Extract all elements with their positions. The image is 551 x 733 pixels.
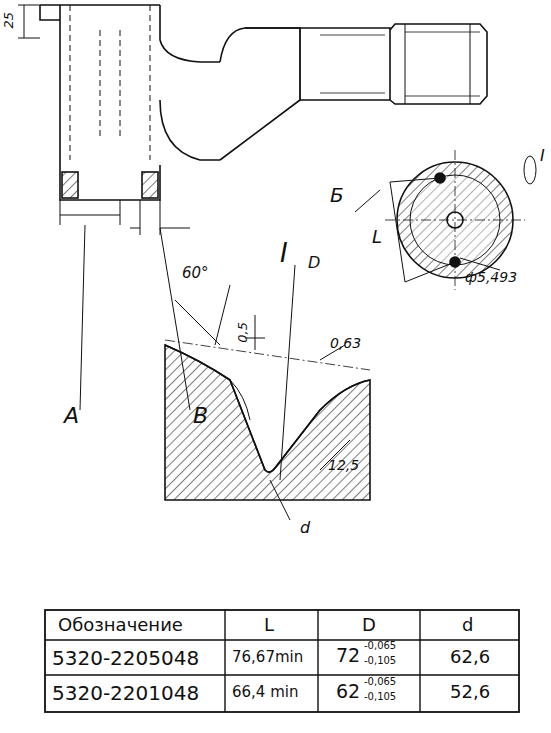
drawing-stroke (100, 30, 120, 140)
dimension-label: 25 (2, 12, 15, 29)
drawing-stroke (220, 28, 300, 160)
drawing-stroke (18, 5, 40, 38)
table-cell: D (362, 616, 376, 634)
drawing-stroke (390, 178, 455, 282)
dimension-label: 60° (182, 266, 209, 281)
table-cell: d (462, 616, 473, 634)
table-cell: -0,105 (364, 692, 396, 702)
drawing-stroke (18, 5, 536, 712)
table-cell: -0,065 (364, 641, 396, 651)
drawing-stroke (45, 610, 519, 712)
dimension-label: В (193, 405, 208, 427)
table-cell: 5320-2205048 (52, 648, 199, 668)
table-cell: 62 (336, 682, 360, 701)
table-cell: 66,4 min (232, 685, 298, 700)
drawing-stroke (60, 165, 160, 200)
table-cell: Обозначение (58, 616, 183, 634)
dimension-label: I (280, 240, 288, 266)
dimension-label: d (300, 520, 310, 536)
dimension-label: I (540, 148, 545, 164)
drawing-stroke (62, 172, 78, 198)
table-cell: -0,065 (364, 677, 396, 687)
drawing-stroke (460, 258, 500, 270)
table-cell: 5320-2201048 (52, 683, 199, 703)
drawing-stroke (300, 28, 301, 100)
drawing-stroke (160, 100, 220, 160)
drawing-stroke (405, 32, 480, 96)
drawing-stroke (165, 345, 370, 500)
table-cell: 62,6 (450, 648, 490, 666)
drawing-stroke (524, 156, 536, 184)
drawing-stroke (60, 200, 120, 225)
dimension-label: Б (330, 185, 344, 205)
drawing-stroke (355, 190, 380, 212)
dimension-label: 12,5 (328, 458, 359, 472)
drawing-stroke (165, 345, 370, 472)
table-cell: 52,6 (450, 683, 490, 701)
table-cell: -0,105 (364, 656, 396, 666)
dimension-label: D (308, 255, 320, 271)
drawing-stroke (385, 150, 525, 290)
dimension-label: A (64, 405, 79, 427)
drawing-stroke (280, 265, 345, 480)
drawing-stroke (390, 24, 487, 104)
drawing-stroke (320, 35, 385, 93)
drawing-stroke (245, 28, 390, 100)
table-cell: L (264, 616, 274, 634)
dimension-label: 0,63 (330, 336, 361, 350)
drawing-stroke (60, 5, 220, 170)
dimension-label: 0,5 (236, 322, 249, 343)
drawing-stroke (45, 610, 519, 712)
drawing-stroke (405, 24, 470, 104)
dimension-label: ф5,493 (465, 270, 517, 284)
dimension-label: L (372, 228, 382, 246)
drawing-stroke (142, 172, 158, 198)
drawing-stroke (70, 5, 150, 160)
drawing-stroke (40, 5, 160, 20)
drawing-stroke (230, 380, 250, 420)
drawing-stroke (175, 285, 230, 345)
drawing-stroke (270, 480, 290, 520)
table-cell: 72 (336, 646, 360, 665)
table-cell: 76,67min (232, 650, 303, 665)
